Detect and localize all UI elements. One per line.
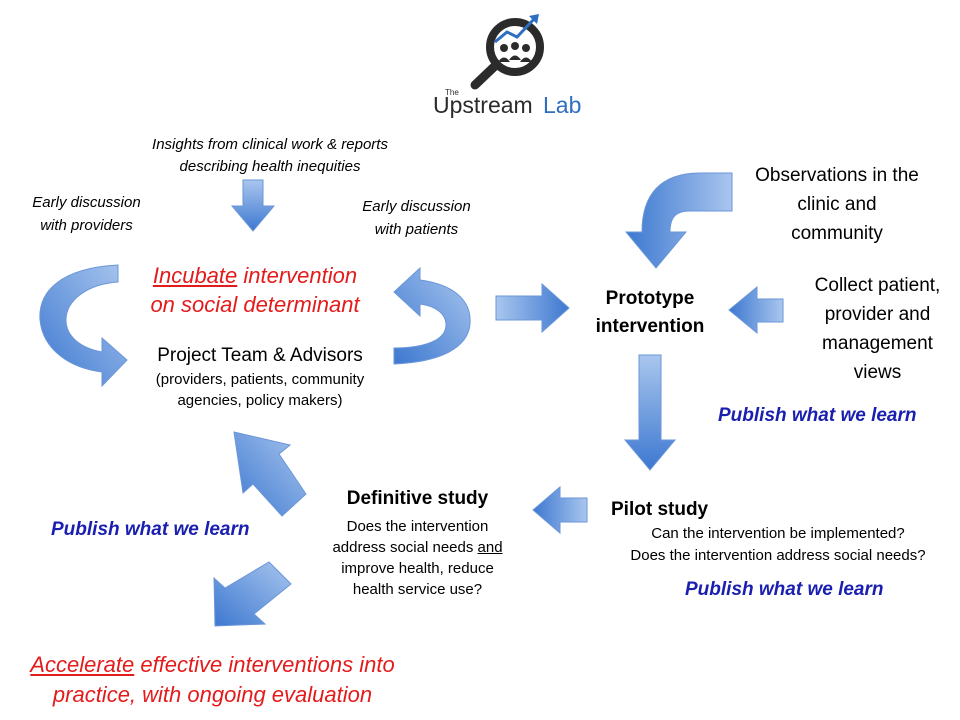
definitive-upleft-arrow (233, 431, 307, 517)
collect-line4: views (853, 362, 902, 383)
logo-name-upstream: Upstream (433, 92, 533, 118)
project-team-block: Project Team & Advisors (providers, pati… (120, 343, 400, 411)
definitive-line2-and: and (477, 539, 503, 556)
definitive-line1: Does the intervention (346, 518, 489, 535)
early-patients-text: Early discussion with patients (344, 195, 489, 241)
publish-right-text: Publish what we learn (718, 405, 917, 426)
incubate-rest: intervention (237, 263, 358, 288)
observations-line1: Observations in the (755, 165, 919, 186)
accelerate-word: Accelerate (30, 652, 135, 677)
observations-line2: clinic and (797, 194, 877, 215)
pilot-questions: Can the intervention be implemented? Doe… (600, 523, 956, 567)
logo-small-text: The (445, 88, 459, 97)
magnifier-logo-icon (470, 14, 544, 90)
publish-left-text: Publish what we learn (51, 519, 250, 540)
accelerate-text: Accelerate effective interventions into … (0, 650, 425, 710)
logo: The Upstream Lab (425, 10, 605, 120)
insights-line1: Insights from clinical work & reports (152, 136, 388, 153)
collect-text: Collect patient, provider and management… (795, 271, 960, 387)
observations-text: Observations in the clinic and community (735, 161, 939, 248)
accelerate-line2: practice, with ongoing evaluation (52, 682, 373, 707)
early-patients-line1: Early discussion (362, 198, 471, 215)
publish-pilot-text: Publish what we learn (685, 579, 884, 600)
definitive-line3: improve health, reduce (341, 560, 494, 577)
definitive-block: Definitive study Does the intervention a… (310, 485, 525, 600)
definitive-line4: health service use? (352, 581, 483, 598)
definitive-title: Definitive study (346, 488, 489, 509)
to-prototype-arrow (495, 282, 570, 334)
collect-line2: provider and (824, 304, 931, 325)
project-team-line2: agencies, policy makers) (177, 392, 343, 409)
insights-down-arrow (230, 179, 276, 232)
pilot-line2: Does the intervention address social nee… (630, 547, 926, 564)
early-patients-line2: with patients (374, 221, 459, 238)
collect-line3: management (822, 333, 933, 354)
insights-line2: describing health inequities (179, 158, 361, 175)
accelerate-rest: effective interventions into (134, 652, 395, 677)
pilot-title: Pilot study (611, 499, 709, 520)
accelerate-downleft-arrow (213, 561, 292, 627)
project-team-line1: (providers, patients, community (155, 371, 365, 388)
logo-name-lab: Lab (543, 92, 582, 118)
observations-curved-arrow (624, 172, 733, 269)
collect-line1: Collect patient, (814, 275, 941, 296)
incubate-word: Incubate (152, 263, 238, 288)
right-cycle-arrow (393, 266, 471, 365)
prototype-line2: intervention (595, 316, 705, 337)
definitive-line2-pre: address social needs (332, 539, 478, 556)
prototype-text: Prototype intervention (572, 285, 728, 341)
left-cycle-arrow (39, 264, 128, 388)
incubate-text: Incubate intervention on social determin… (110, 261, 400, 319)
early-providers-text: Early discussion with providers (14, 191, 159, 237)
project-team-title: Project Team & Advisors (157, 345, 363, 366)
prototype-line1: Prototype (605, 288, 695, 309)
pilot-line1: Can the intervention be implemented? (651, 525, 905, 542)
pilot-left-arrow (532, 485, 588, 535)
early-providers-line1: Early discussion (32, 194, 141, 211)
prototype-down-arrow (623, 354, 677, 471)
observations-line3: community (791, 223, 883, 244)
early-providers-line2: with providers (40, 217, 133, 234)
collect-left-arrow (728, 285, 784, 335)
insights-text: Insights from clinical work & reports de… (110, 134, 430, 178)
incubate-line2: on social determinant (150, 292, 360, 317)
